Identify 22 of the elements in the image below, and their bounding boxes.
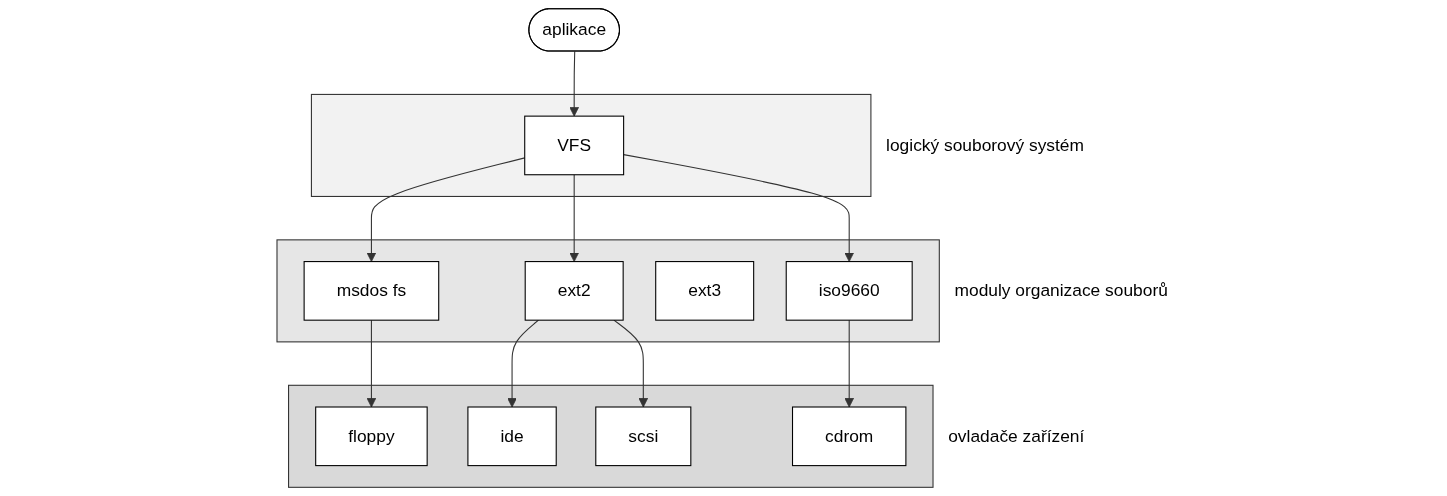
cluster bbox=[276, 239, 940, 343]
arrow bbox=[613, 319, 649, 408]
arrow bbox=[844, 319, 854, 408]
arrow bbox=[507, 319, 540, 408]
node-label: moduly organizace souborů bbox=[954, 281, 1168, 300]
arrow bbox=[366, 319, 377, 408]
node-box: cdrom bbox=[791, 406, 907, 467]
cluster bbox=[310, 93, 872, 197]
node-box: floppy bbox=[315, 406, 428, 467]
cluster bbox=[288, 384, 934, 488]
node-box: ext2 bbox=[524, 261, 624, 321]
arrow bbox=[623, 154, 854, 262]
node-box: msdos fs bbox=[303, 261, 440, 321]
node-box: scsi bbox=[595, 406, 692, 467]
node-box: iso9660 bbox=[785, 261, 913, 321]
node-label: ovladače zařízení bbox=[948, 426, 1085, 445]
arrow bbox=[569, 174, 579, 262]
arrow bbox=[569, 51, 579, 117]
node-label: logický souborový systém bbox=[886, 135, 1084, 155]
node-box: VFS bbox=[524, 115, 625, 176]
node-box: ide bbox=[467, 406, 557, 467]
node-box: ext3 bbox=[655, 261, 755, 321]
